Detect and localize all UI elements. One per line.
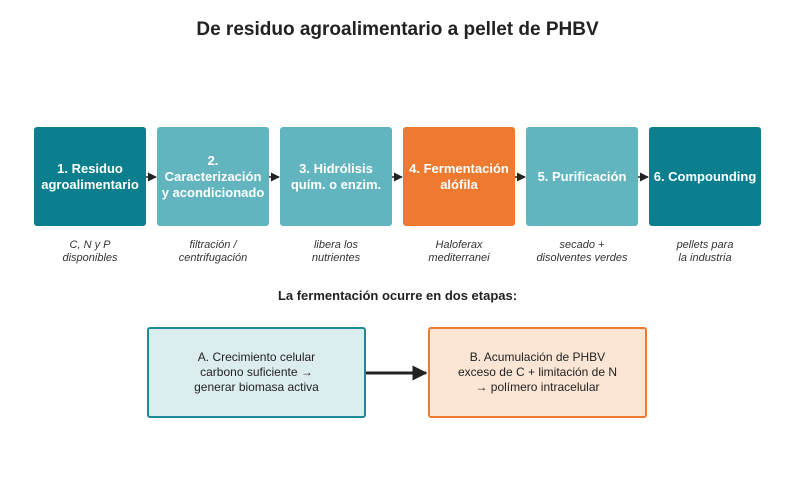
step-residuo: 1. Residuo agroalimentario [34, 127, 146, 226]
step-note-hidrolisis: libera los nutrientes [311, 239, 361, 264]
step-purificacion: 5. Purificación [526, 127, 638, 226]
step-hidrolisis: 3. Hidrólisis quím. o enzim. [280, 127, 392, 226]
phase-b-box: B. Acumulación de PHBV exceso de C + lim… [428, 327, 647, 418]
step-fermentacion: 4. Fermentación alófila [403, 127, 515, 226]
page-title: De residuo agroalimentario a pellet de P… [196, 19, 599, 40]
phases-title: La fermentación ocurre en dos etapas: [277, 288, 518, 303]
step-note-caracterizacion: filtración / centrifugación [178, 239, 248, 264]
phase-a-box: A. Crecimiento celular carbono suficient… [147, 327, 366, 418]
step-compounding: 6. Compounding [649, 127, 761, 226]
step-note-compounding: pellets para la industria [676, 239, 734, 264]
step-note-fermentacion: Haloferax mediterranei [428, 239, 490, 264]
step-caracterizacion: 2. Caracterización y acondicionado [157, 127, 269, 226]
step-note-purificacion: secado + disolventes verdes [536, 239, 628, 264]
step-note-residuo: C, N y P disponibles [62, 239, 118, 264]
